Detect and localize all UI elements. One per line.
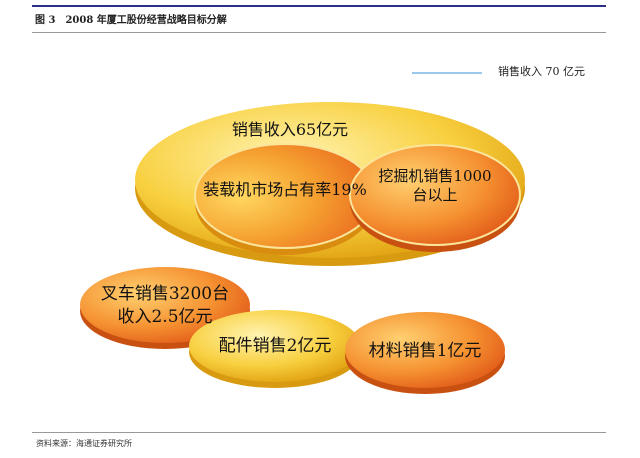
excavator-ellipse xyxy=(349,144,521,246)
header-rule xyxy=(32,5,606,7)
parts-ellipse xyxy=(189,310,361,382)
divider xyxy=(32,432,606,433)
forklift-label-1: 叉车销售3200台 xyxy=(100,284,230,304)
total-label: 销售收入65亿元 xyxy=(231,120,349,139)
excavator-label-1: 挖掘机销售1000 xyxy=(378,167,492,185)
legend-swatch xyxy=(412,72,482,74)
figure-title: 图 3 2008 年厦工股份经营战略目标分解 xyxy=(35,15,227,26)
materials-ellipse xyxy=(345,312,505,388)
excavator-label-2: 台以上 xyxy=(412,186,458,204)
source-note: 资料来源：海通证券研究所 xyxy=(36,439,132,448)
forklift-label-2: 收入2.5亿元 xyxy=(117,307,213,327)
divider xyxy=(32,32,606,33)
materials-label: 材料销售1亿元 xyxy=(368,341,482,361)
parts-label: 配件销售2亿元 xyxy=(218,336,332,356)
loader-label: 装载机市场占有率19% xyxy=(203,180,367,199)
legend-label: 销售收入 70 亿元 xyxy=(498,65,585,78)
